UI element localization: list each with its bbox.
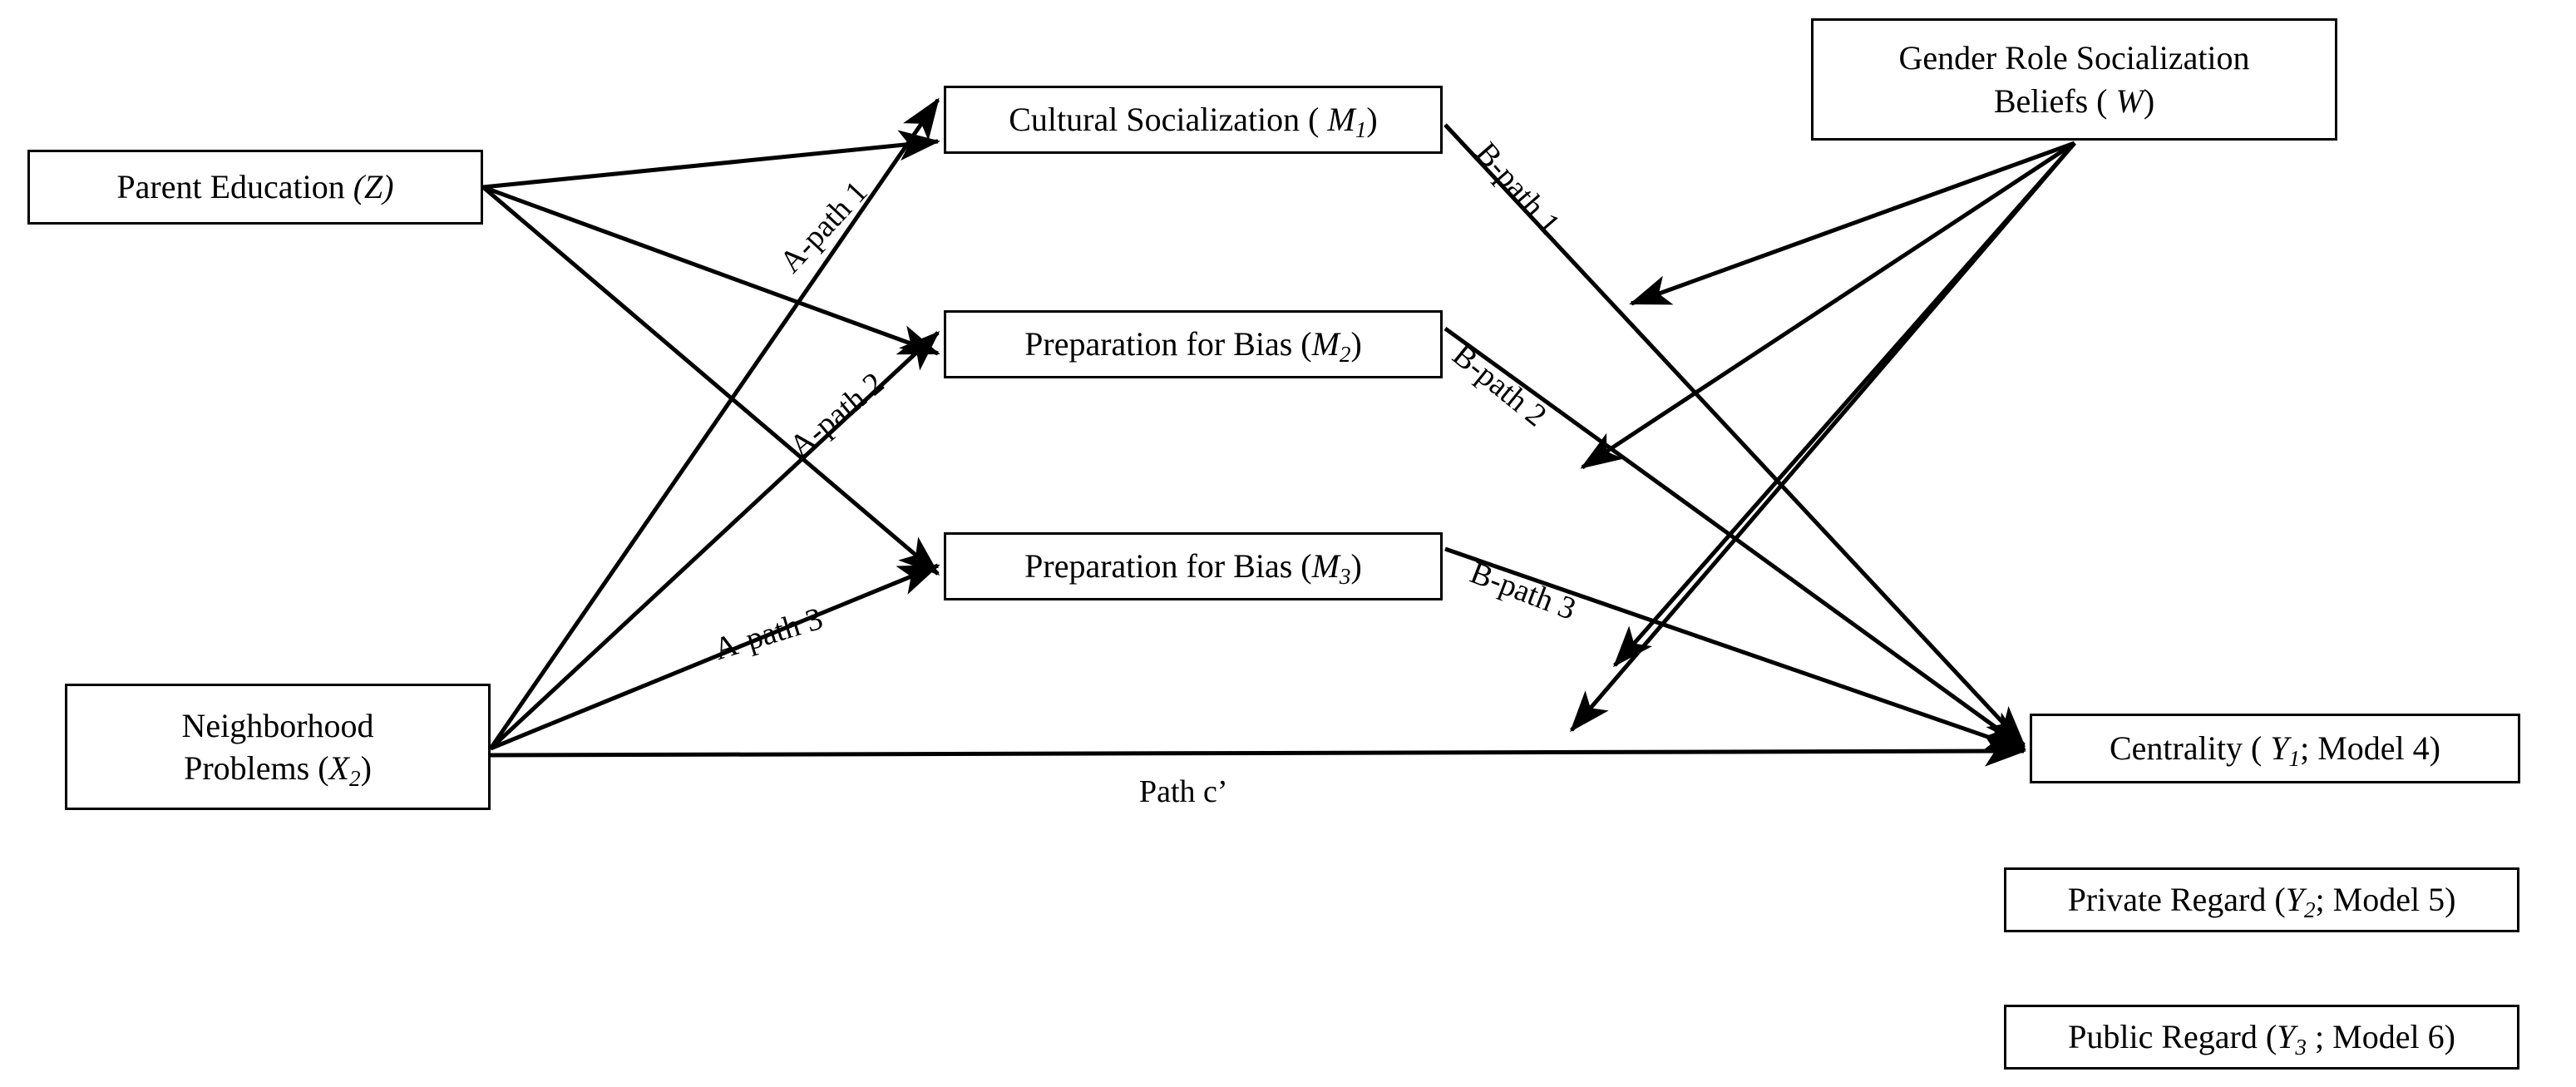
node-cultural-socialization[interactable]: Cultural Socialization ( M1) <box>944 86 1443 154</box>
node-centrality[interactable]: Centrality ( Y1; Model 4) <box>2030 714 2520 783</box>
edge-x2-to-m2 <box>489 330 940 750</box>
node-preparation-for-bias-m2[interactable]: Preparation for Bias (M2) <box>944 310 1443 378</box>
node-private-regard[interactable]: Private Regard (Y2; Model 5) <box>2004 867 2519 932</box>
edge-m3-to-y1-bpath3 <box>1444 546 2026 752</box>
edge-z-to-m1 <box>482 130 940 190</box>
edge-z-to-m2 <box>482 185 940 356</box>
edge-x2-to-m3 <box>490 563 940 751</box>
edge-x2-to-m1 <box>488 97 940 750</box>
edge-w-to-bpath1 <box>1629 141 2075 306</box>
edge-w-to-path-c <box>1570 141 2076 733</box>
path-label-path-c-prime: Path c’ <box>1139 774 1228 809</box>
node-preparation-for-bias-m3-label: Preparation for Bias (M3) <box>1024 547 1362 590</box>
node-private-regard-label: Private Regard (Y2; Model 5) <box>2067 881 2456 923</box>
node-preparation-for-bias-m3[interactable]: Preparation for Bias (M3) <box>944 532 1443 600</box>
edge-w-to-bpath2 <box>1580 141 2076 470</box>
node-cultural-socialization-label: Cultural Socialization ( M1) <box>1009 101 1378 143</box>
node-public-regard-label: Public Regard (Y3 ; Model 6) <box>2068 1018 2455 1060</box>
edge-m1-to-y1-bpath1 <box>1443 123 2026 748</box>
node-public-regard[interactable]: Public Regard (Y3 ; Model 6) <box>2004 1005 2519 1070</box>
edge-x2-to-y1-path-c <box>490 735 2026 767</box>
node-centrality-label: Centrality ( Y1; Model 4) <box>2110 729 2440 772</box>
node-preparation-for-bias-m2-label: Preparation for Bias (M2) <box>1024 325 1362 368</box>
edge-z-to-m3 <box>481 185 940 576</box>
node-parent-education[interactable]: Parent Education (Z) <box>27 150 483 225</box>
node-parent-education-label: Parent Education (Z) <box>116 168 394 206</box>
